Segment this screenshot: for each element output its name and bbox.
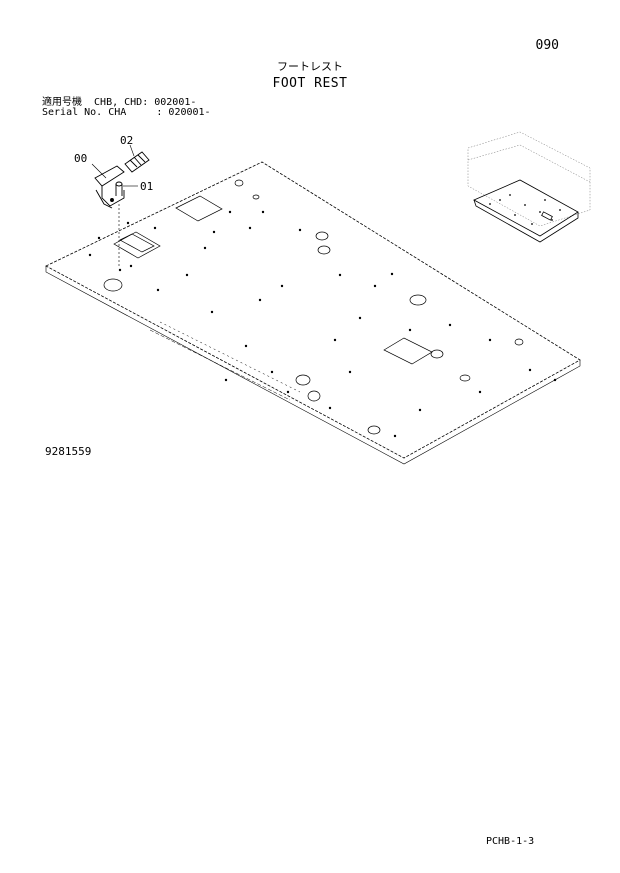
callout-part-00: 00 (74, 152, 88, 165)
footer-code: PCHB-1-3 (486, 836, 535, 847)
plate-holes (103, 179, 524, 435)
plate-dots (88, 210, 557, 438)
figure-number: 9281559 (45, 445, 92, 458)
foot-rest-bracket (94, 165, 125, 209)
locator-plate (473, 179, 579, 243)
page-number: 090 (535, 38, 559, 53)
serial-applicability-line: 適用号機 CHB, CHD: 002001- (42, 97, 197, 108)
callout-part-01: 01 (140, 180, 154, 193)
callout-leaders (91, 144, 138, 268)
grip-cover (124, 151, 150, 173)
page-title: FOOT REST (272, 76, 348, 91)
plate-slots (113, 195, 433, 365)
locator-inset (467, 131, 591, 227)
callout-part-02: 02 (120, 134, 134, 147)
floor-plate (45, 161, 581, 465)
page-title-japanese: フートレスト (277, 60, 343, 73)
serial-number-line: Serial No. CHA : 020001- (42, 107, 211, 118)
bolt-part (115, 181, 123, 196)
